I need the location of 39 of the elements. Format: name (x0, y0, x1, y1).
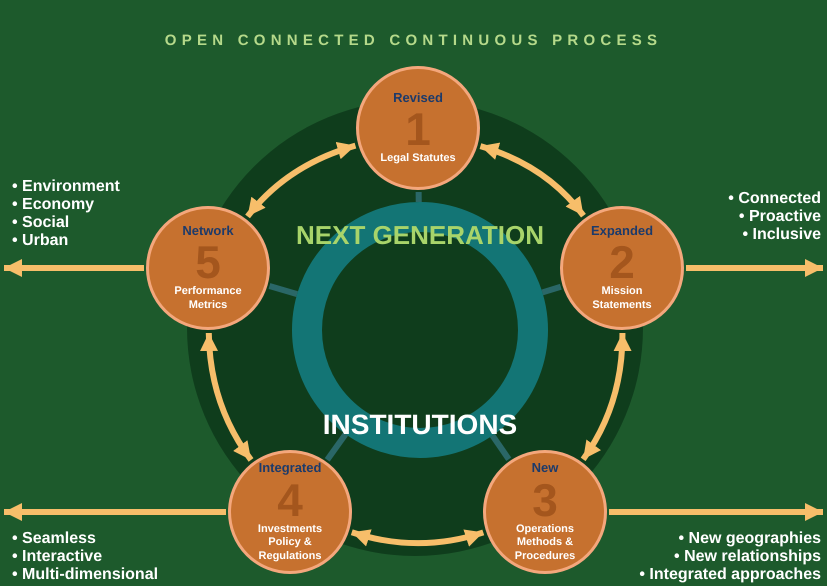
connector-line (490, 434, 512, 461)
circle-heading: Network (182, 223, 234, 240)
arrow (686, 259, 823, 277)
list-item: • Integrated approaches (639, 566, 821, 584)
list-item: • Urban (12, 232, 70, 250)
circle-caption: Investments Policy & Regulations (256, 522, 324, 564)
arrow (609, 503, 823, 521)
title: OPEN CONNECTED CONTINUOUS PROCESS (164, 31, 662, 51)
arrow (4, 503, 226, 521)
circle-caption: Mission Statements (591, 285, 653, 313)
list-item: • Social (12, 214, 70, 232)
circle-caption: Operations Methods & Procedures (514, 522, 576, 564)
circle-heading: Revised (393, 90, 443, 106)
arrow (200, 332, 254, 462)
arrow (4, 259, 144, 277)
arrow (480, 143, 586, 218)
connector-line (324, 432, 348, 462)
connector-line (268, 283, 298, 297)
connector-line (541, 284, 562, 296)
list-item: • Multi-dimensional (12, 566, 158, 584)
circle-heading: Integrated (258, 460, 322, 476)
list-item: • New geographies (677, 530, 821, 548)
list-item: • Connected (728, 190, 821, 208)
arrow (350, 528, 484, 546)
list-item: • Interactive (12, 548, 104, 566)
list-item: • Economy (12, 196, 96, 214)
arrow (580, 332, 632, 462)
connector-line (416, 192, 422, 202)
ring-text: INSTITUTIONS (322, 408, 518, 442)
circle-heading: Expanded (590, 223, 654, 240)
circle-caption: Performance Metrics (173, 285, 243, 313)
list-item: • Proactive (738, 208, 821, 226)
circle-heading: New (532, 460, 558, 476)
arrow (245, 142, 356, 218)
circle-caption: Legal Statutes (379, 152, 457, 166)
list-item: • Environment (12, 178, 120, 196)
list-item: • New relationships (673, 548, 821, 566)
list-item: • Inclusive (741, 226, 821, 244)
list-item: • Seamless (12, 530, 97, 548)
